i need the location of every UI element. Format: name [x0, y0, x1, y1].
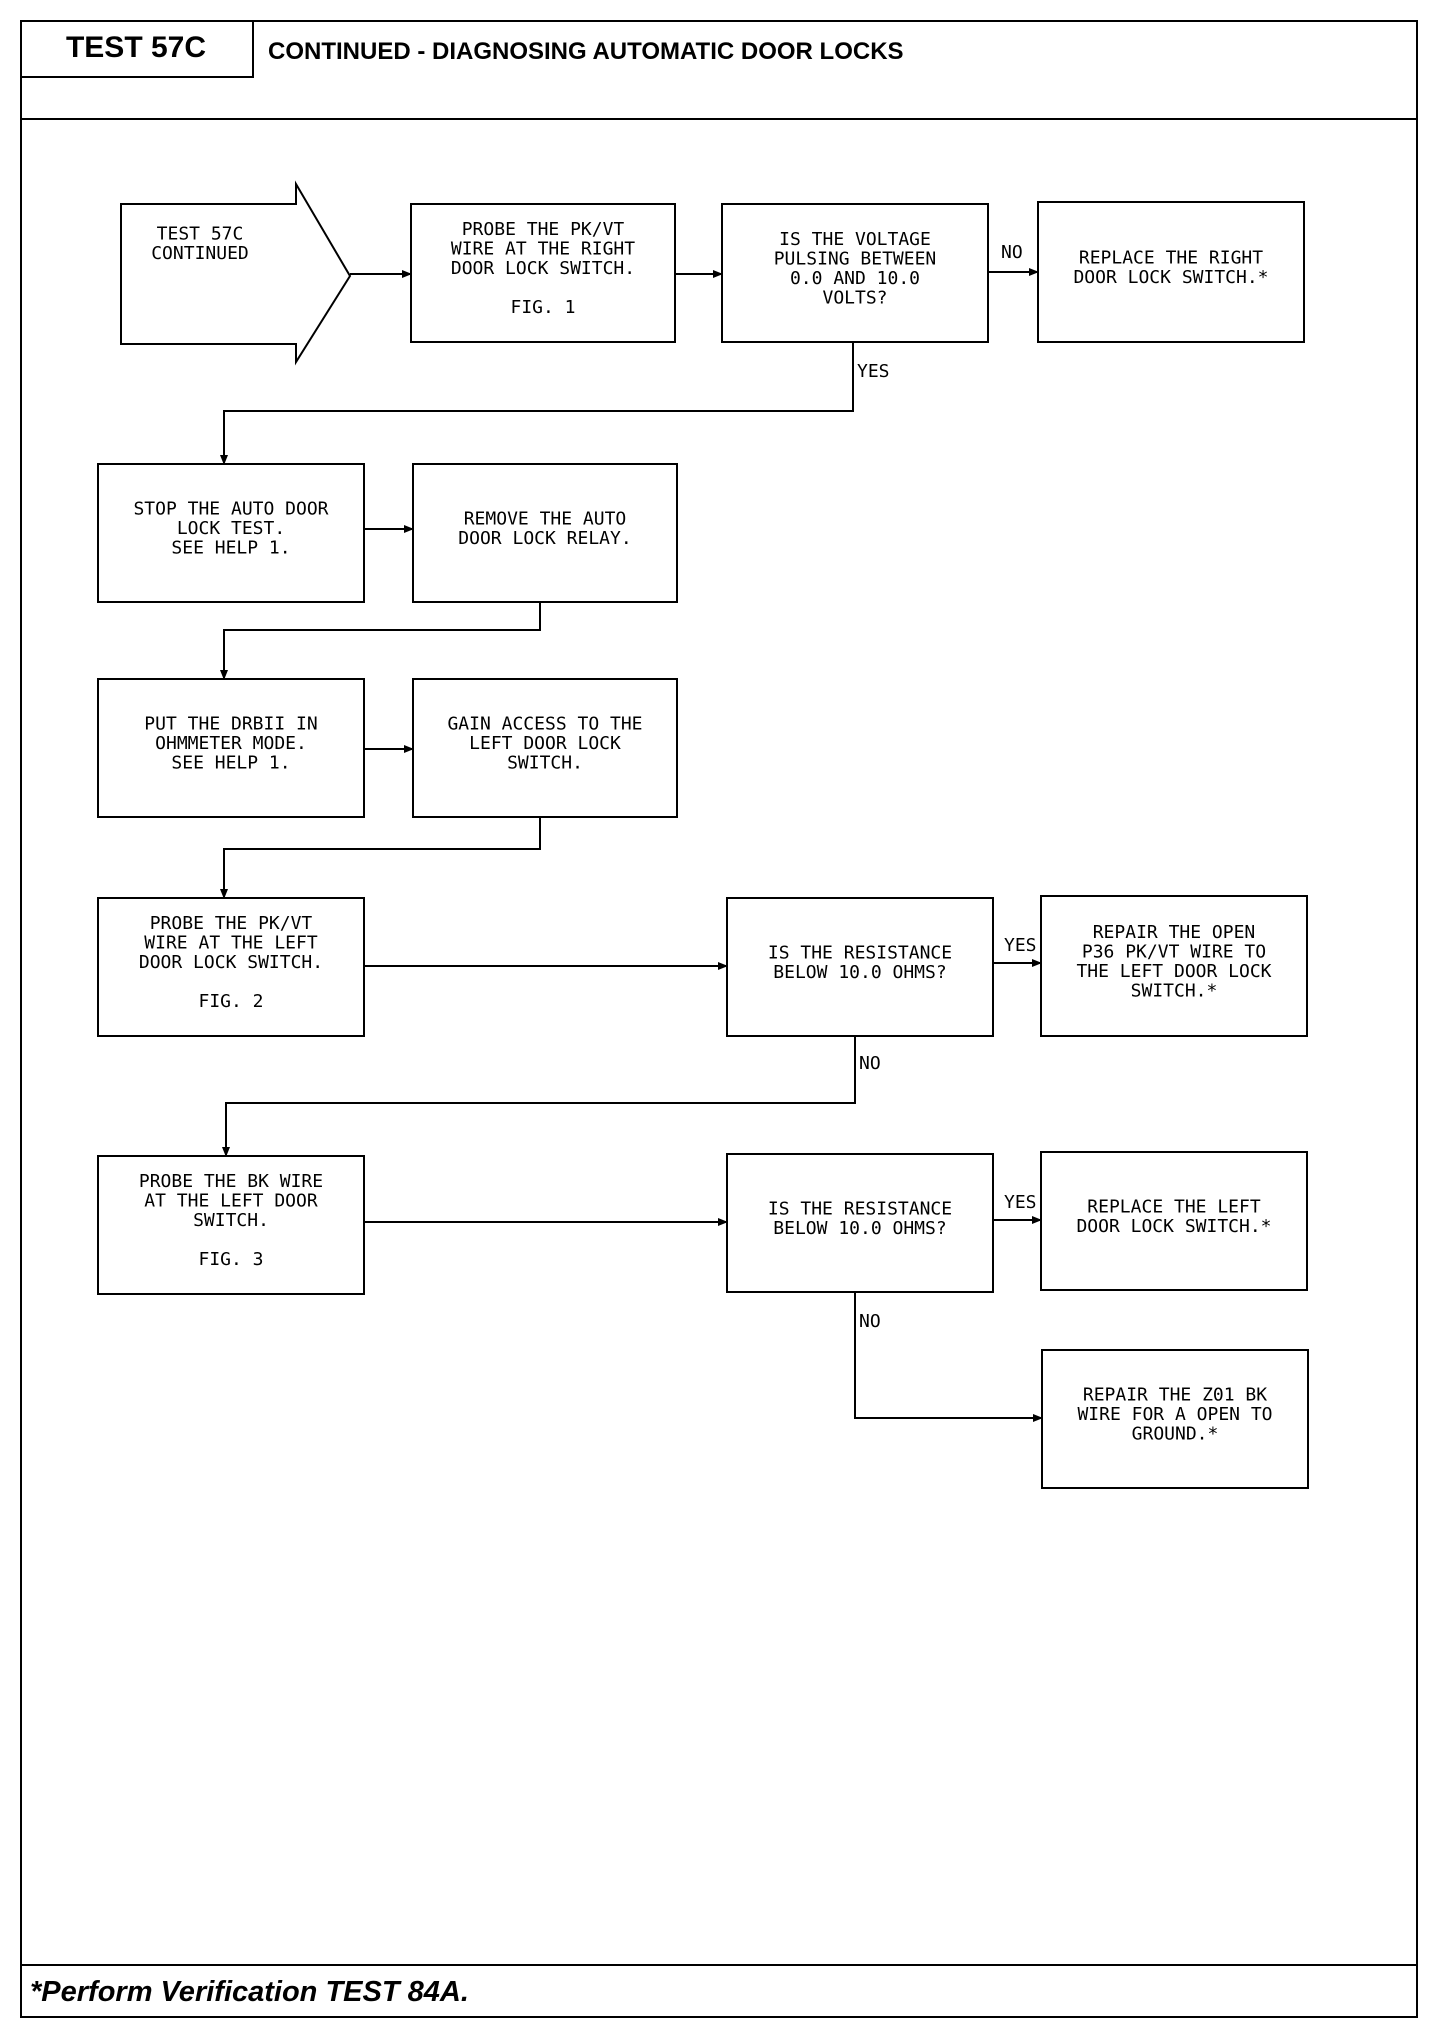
edge-resist2-no [854, 1292, 1043, 1422]
node-repair-open-text: THE LEFT DOOR LOCK [1076, 961, 1271, 982]
edge-label-voltage-yes: YES [857, 361, 890, 382]
node-start-text: CONTINUED [151, 243, 249, 264]
node-repair-open-text: REPAIR THE OPEN [1093, 922, 1256, 943]
footer-note: *Perform Verification TEST 84A. [30, 1976, 469, 2008]
node-drbii-ohm-text: PUT THE DRBII IN [144, 714, 317, 735]
edge-gain-to-probe-left [220, 817, 541, 899]
node-replace-right-text: REPLACE THE RIGHT [1079, 247, 1263, 268]
footer-divider [20, 1964, 1418, 1966]
node-probe-right-text: PROBE THE PK/VT [462, 219, 625, 240]
node-stop-test-text: LOCK TEST. [177, 518, 285, 539]
node-replace-right-text: DOOR LOCK SWITCH.* [1073, 267, 1268, 288]
node-probe-left-text: PROBE THE PK/VT [150, 913, 313, 934]
node-probe-right-text: DOOR LOCK SWITCH. [451, 258, 635, 279]
node-voltage-q-text: IS THE VOLTAGE [779, 229, 931, 250]
node-gain-access-text: LEFT DOOR LOCK [469, 733, 621, 754]
node-repair-z01-text: WIRE FOR A OPEN TO [1077, 1404, 1272, 1425]
node-repair-z01-text: GROUND.* [1132, 1424, 1219, 1445]
edge-remove-to-drbii [220, 602, 541, 680]
node-remove-relay-text: DOOR LOCK RELAY. [458, 528, 631, 549]
node-probe-left-text: WIRE AT THE LEFT [144, 933, 318, 954]
node-probe-right-text: WIRE AT THE RIGHT [451, 239, 635, 260]
header-divider [20, 118, 1418, 120]
edge-voltage-yes [220, 342, 854, 465]
edge-label-resist2-no: NO [859, 1311, 881, 1332]
node-probe-bk-text: SWITCH. [193, 1210, 269, 1231]
node-probe-left-text: DOOR LOCK SWITCH. [139, 952, 323, 973]
node-probe-bk-text: PROBE THE BK WIRE [139, 1171, 323, 1192]
node-stop-test-text: SEE HELP 1. [171, 538, 290, 559]
node-probe-right-text: FIG. 1 [510, 297, 575, 318]
edge-label-resist1-yes: YES [1004, 935, 1037, 956]
page-frame [20, 20, 1418, 2018]
edge-label-resist2-yes: YES [1004, 1192, 1037, 1213]
node-drbii-ohm-text: SEE HELP 1. [171, 753, 290, 774]
node-repair-z01-text: REPAIR THE Z01 BK [1083, 1385, 1267, 1406]
node-resist-q2-text: BELOW 10.0 OHMS? [773, 1218, 946, 1239]
node-resist-q1-text: IS THE RESISTANCE [768, 942, 952, 963]
edge-label-resist1-no: NO [859, 1053, 881, 1074]
node-resist-q2-text: IS THE RESISTANCE [768, 1198, 952, 1219]
node-voltage-q-text: VOLTS? [822, 287, 887, 308]
test-id: TEST 57C [20, 20, 254, 78]
node-start-text: TEST 57C [157, 223, 244, 244]
node-probe-bk-text: FIG. 3 [198, 1249, 263, 1270]
node-probe-left-text: FIG. 2 [198, 991, 263, 1012]
node-replace-left-text: REPLACE THE LEFT [1087, 1196, 1261, 1217]
edge-label-voltage-no: NO [1001, 242, 1023, 263]
node-drbii-ohm-text: OHMMETER MODE. [155, 733, 307, 754]
node-gain-access-text: GAIN ACCESS TO THE [447, 714, 642, 735]
node-probe-bk-text: AT THE LEFT DOOR [144, 1191, 318, 1212]
node-remove-relay-text: REMOVE THE AUTO [464, 508, 627, 529]
page-title: CONTINUED - DIAGNOSING AUTOMATIC DOOR LO… [268, 38, 904, 65]
edge-resist1-no [222, 1036, 856, 1157]
node-gain-access-text: SWITCH. [507, 753, 583, 774]
node-resist-q1-text: BELOW 10.0 OHMS? [773, 962, 946, 983]
node-repair-open-text: SWITCH.* [1131, 980, 1218, 1001]
node-replace-left-text: DOOR LOCK SWITCH.* [1076, 1216, 1271, 1237]
node-voltage-q-text: 0.0 AND 10.0 [790, 268, 920, 289]
node-voltage-q-text: PULSING BETWEEN [774, 248, 937, 269]
node-stop-test-text: STOP THE AUTO DOOR [133, 499, 328, 520]
node-repair-open-text: P36 PK/VT WIRE TO [1082, 941, 1266, 962]
